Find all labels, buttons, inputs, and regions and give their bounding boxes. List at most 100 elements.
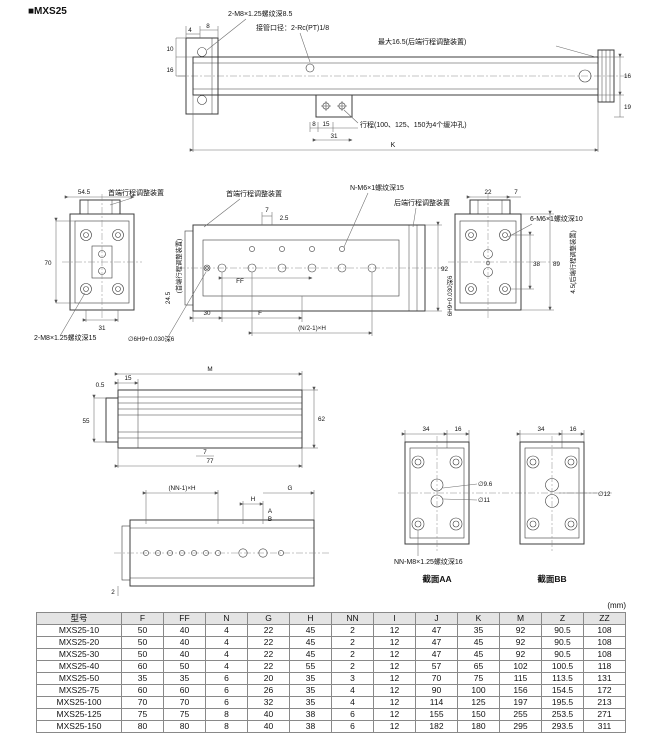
technical-drawings: 4 8 10 16 16 19 8 15 31 [34, 9, 632, 596]
dim-label: 24.5 [165, 291, 172, 304]
plan-view-drawing: FF 首端行程调整装置 N-M6×1螺纹深15 后端行程调整装置 7 2.5 (… [128, 183, 454, 343]
dim-label: 4 [188, 27, 192, 34]
column-header: Z [541, 612, 584, 625]
column-header: G [247, 612, 290, 625]
dim-cell: 2 [331, 648, 374, 661]
column-header: F [121, 612, 164, 625]
dim-cell: 293.5 [541, 720, 584, 733]
dim-cell: 70 [415, 672, 458, 685]
dim-cell: 75 [121, 708, 164, 721]
dim-cell: 197 [499, 696, 542, 709]
dim-cell: 32 [247, 696, 290, 709]
thread-note: 6-M6×1螺纹深10 [530, 214, 583, 223]
section-caption: 截面AA [422, 574, 451, 584]
dim-cell: 108 [583, 648, 626, 661]
model-cell: MXS25-30 [36, 648, 122, 661]
dim-cell: 4 [331, 696, 374, 709]
right-end-view-drawing: 22 7 6-M6×1螺纹深10 38 89 4.5(后端行程调整装置) [448, 189, 583, 318]
dim-cell: 22 [247, 636, 290, 649]
dim-cell: 40 [163, 624, 206, 637]
dim-label: 89 [553, 261, 561, 268]
dim-cell: 22 [247, 624, 290, 637]
column-header: K [457, 612, 500, 625]
cushion-note: 行程(100、125、150为4个缓冲孔) [360, 120, 467, 129]
dim-cell: 35 [121, 672, 164, 685]
rear-adjuster-rotated-note: 4.5(后端行程调整装置) [568, 230, 577, 293]
dim-label: 15 [124, 375, 132, 382]
dim-cell: 295 [499, 720, 542, 733]
dim-cell: 4 [331, 684, 374, 697]
dim-label: 10 [166, 46, 174, 53]
dim-cell: 6 [205, 684, 248, 697]
dim-label: 16 [454, 426, 462, 433]
dim-cell: 102 [499, 660, 542, 673]
head-adjuster-rotated-label: (首端行程调整装置) [174, 239, 183, 294]
dim-label: FF [236, 278, 244, 285]
dim-cell: 6 [331, 720, 374, 733]
column-header: ZZ [583, 612, 626, 625]
thread-note: 2-M8×1.25螺纹深15 [34, 333, 97, 342]
dim-cell: 12 [373, 708, 416, 721]
page-title: ■MXS25 [28, 6, 67, 17]
dim-label: 8 [206, 23, 210, 30]
dim-label: 7 [265, 207, 269, 214]
dim-cell: 131 [583, 672, 626, 685]
dim-cell: 92 [499, 648, 542, 661]
dim-cell: 47 [415, 648, 458, 661]
dim-cell: 115 [499, 672, 542, 685]
dim-cell: 3 [331, 672, 374, 685]
dim-cell: 90.5 [541, 636, 584, 649]
dim-label: 31 [98, 325, 106, 332]
column-header: J [415, 612, 458, 625]
dim-cell: 12 [373, 648, 416, 661]
dim-cell: 6 [331, 708, 374, 721]
dim-cell: 75 [163, 708, 206, 721]
dim-cell: 45 [457, 648, 500, 661]
section-caption: 截面BB [537, 574, 566, 584]
dim-cell: 35 [289, 672, 332, 685]
dim-cell: 12 [373, 720, 416, 733]
dim-label: 2 [111, 589, 115, 596]
dim-cell: 92 [499, 636, 542, 649]
dim-cell: 108 [583, 624, 626, 637]
model-cell: MXS25-50 [36, 672, 122, 685]
dim-cell: 47 [415, 636, 458, 649]
dim-label: 22 [484, 189, 492, 196]
dim-cell: 35 [289, 696, 332, 709]
column-header: M [499, 612, 542, 625]
dim-cell: 60 [121, 660, 164, 673]
dim-cell: 6 [205, 696, 248, 709]
dim-cell: 60 [163, 684, 206, 697]
dim-label: (N/2-1)×H [298, 325, 326, 332]
dim-label: K [391, 142, 396, 149]
dim-cell: 195.5 [541, 696, 584, 709]
profile-view-drawing: 0.5 15 M 55 62 7 77 [82, 366, 326, 468]
dim-cell: 65 [457, 660, 500, 673]
dim-cell: 150 [457, 708, 500, 721]
pin-hole-note-right: 6H9+0.030深6 [445, 275, 454, 316]
column-header: NN [331, 612, 374, 625]
dim-cell: 4 [205, 624, 248, 637]
dim-cell: 12 [373, 684, 416, 697]
dim-cell: 35 [163, 672, 206, 685]
dim-cell: 6 [205, 672, 248, 685]
dim-cell: 45 [289, 624, 332, 637]
dim-label: 55 [82, 418, 90, 425]
dim-cell: 40 [247, 720, 290, 733]
model-cell: MXS25-10 [36, 624, 122, 637]
dim-label: 7 [514, 189, 518, 196]
dim-label: 16 [569, 426, 577, 433]
dim-label: M [207, 366, 212, 373]
dim-label: 0.5 [96, 382, 105, 389]
dim-label: (NN-1)×H [168, 485, 196, 492]
dim-cell: 70 [163, 696, 206, 709]
